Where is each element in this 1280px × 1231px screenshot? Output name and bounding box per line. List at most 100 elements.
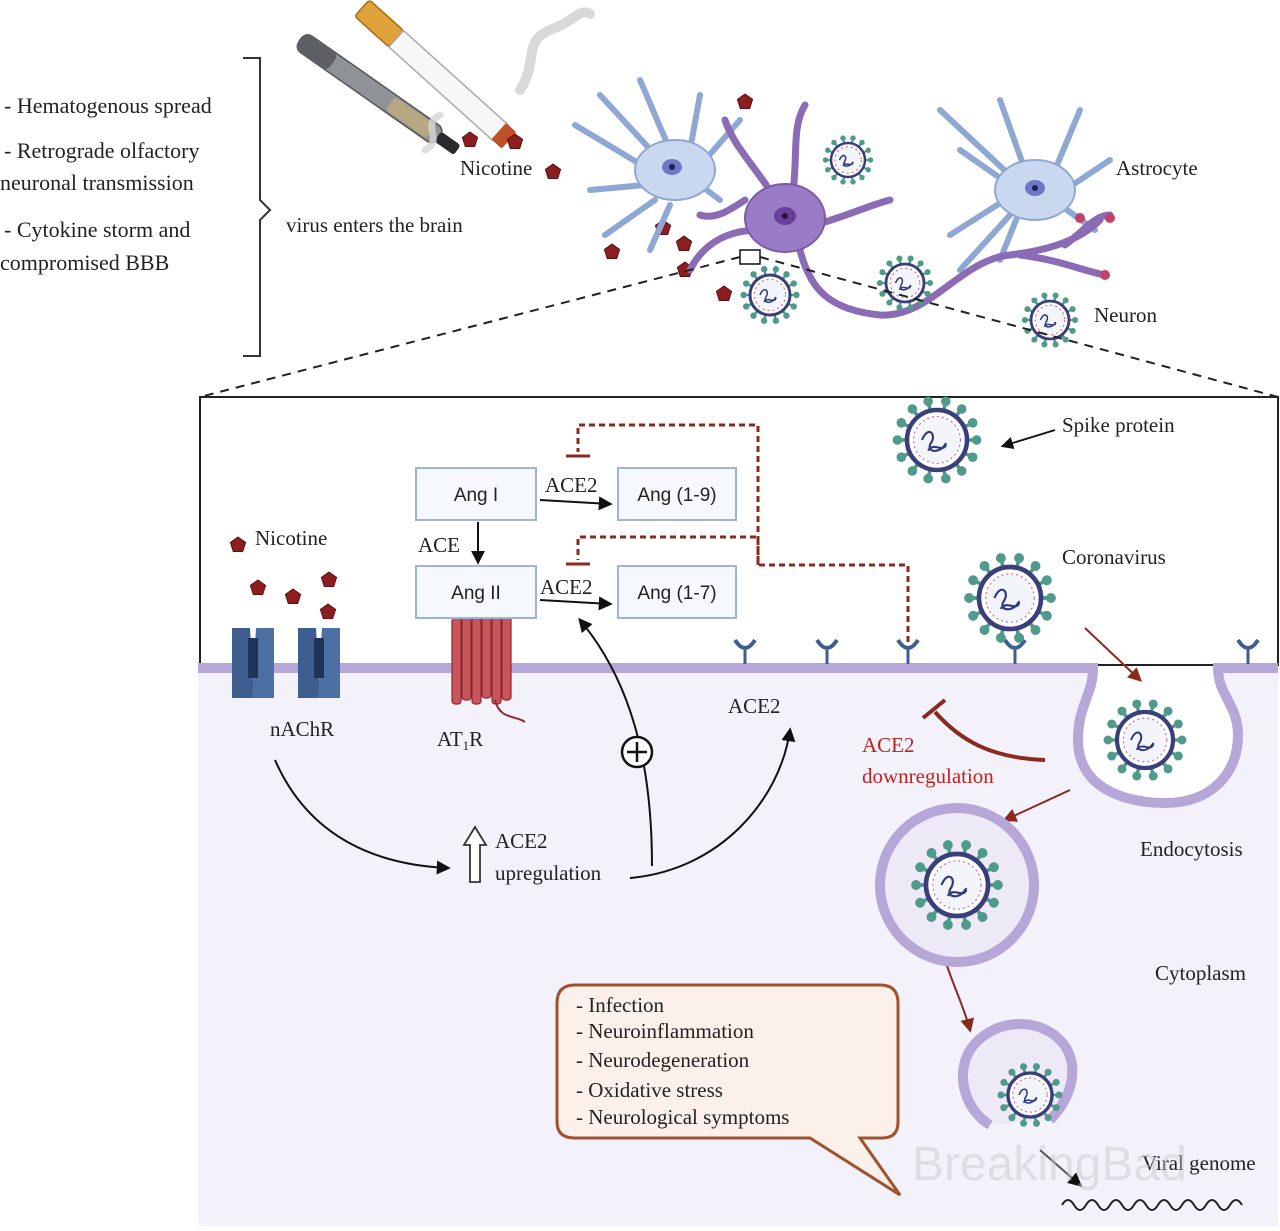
nicotine-molecule-icon — [284, 588, 302, 604]
neuron-icon — [686, 101, 1115, 319]
route-summary: virus enters the brain — [286, 213, 463, 237]
inhibition-line-bottom — [576, 535, 760, 565]
e-cigarette-icon — [296, 34, 460, 154]
route-item-hematogenous: - Hematogenous spread — [4, 93, 212, 118]
downregulation-line2: downregulation — [862, 764, 994, 788]
inset-nicotine-particles — [229, 536, 338, 619]
upregulation-line1: ACE2 — [495, 829, 548, 853]
ace2-receptor-icon — [1236, 638, 1260, 664]
ang1-label: Ang I — [454, 485, 498, 506]
route-item-olfactory-1: - Retrograde olfactory — [4, 138, 199, 163]
nicotine-molecule-icon — [715, 285, 733, 301]
outcome-neurodegeneration: - Neurodegeneration — [576, 1048, 750, 1072]
cytoplasm-label: Cytoplasm — [1155, 961, 1246, 985]
zoom-line-left — [199, 256, 741, 398]
ace2-bottom-label: ACE2 — [540, 575, 593, 599]
nicotine-molecule-icon — [461, 131, 479, 147]
ang1-box — [415, 467, 537, 521]
nicotine-molecule-icon — [249, 579, 267, 595]
coronavirus-icon — [911, 840, 1003, 930]
ang17-box — [617, 565, 737, 619]
coronavirus-icon — [892, 396, 982, 484]
arrow-ang1-to-ang19 — [539, 496, 613, 511]
outcome-neuroinflammation: - Neuroinflammation — [576, 1019, 754, 1043]
nachr-receptor-icon — [232, 628, 340, 698]
nicotine-molecule-icon — [603, 243, 621, 259]
ang17-label: Ang (1-7) — [637, 583, 716, 604]
ace2-receptors — [733, 638, 1260, 664]
ace2-receptor-icon — [815, 638, 839, 664]
route-item-olfactory-2: neuronal transmission — [0, 170, 194, 195]
ace2-receptor-icon — [733, 638, 757, 664]
ace-label: ACE — [418, 533, 460, 557]
route-list: - Hematogenous spread - Retrograde olfac… — [0, 93, 212, 275]
coronavirus-icon — [964, 553, 1056, 643]
neuron-label: Neuron — [1094, 303, 1157, 327]
ace2-top-label: ACE2 — [545, 473, 598, 497]
ang2-label: Ang II — [451, 583, 501, 604]
cigarette-icon — [355, 0, 595, 154]
downregulation-tbar — [921, 698, 947, 720]
top-nicotine-label: Nicotine — [460, 156, 532, 180]
viral-genome-strand — [1061, 1199, 1243, 1211]
coronavirus-label: Coronavirus — [1062, 545, 1166, 569]
outcomes-bubble — [555, 983, 902, 1197]
coronavirus-icon — [1021, 292, 1079, 348]
nicotine-molecule-icon — [675, 235, 693, 251]
coronavirus-icon — [1103, 699, 1187, 781]
outcome-oxidative-stress: - Oxidative stress — [576, 1078, 723, 1102]
nicotine-molecule-icon — [736, 93, 754, 109]
zoom-line-right — [759, 256, 1279, 398]
arrow-endosome-1 — [1002, 789, 1071, 822]
viral-genome-label: Viral genome — [1142, 1151, 1256, 1175]
ace2-receptor-label: ACE2 — [728, 694, 781, 718]
arrow-downregulation — [933, 710, 1046, 762]
at1r-receptor-icon — [451, 602, 526, 723]
inset-viruses — [892, 396, 1187, 1127]
ang2-box — [415, 565, 537, 619]
ace2-receptor-icon — [1003, 638, 1027, 664]
coronavirus-icon — [822, 135, 874, 185]
up-arrow-icon — [462, 825, 488, 883]
spike-protein-label: Spike protein — [1062, 413, 1175, 437]
astrocyte-left-icon — [572, 77, 743, 253]
astrocyte-label: Astrocyte — [1116, 156, 1198, 180]
ang19-label: Ang (1-9) — [637, 485, 716, 506]
arrow-nachr-to-upregulation — [274, 759, 451, 875]
arrow-upregulation-to-ang17 — [578, 617, 653, 867]
zoom-box — [739, 249, 761, 265]
coronavirus-icon — [997, 1063, 1063, 1127]
watermark-text: BreakingBad — [912, 1138, 1187, 1191]
arrow-endosome-2 — [944, 959, 975, 1033]
upregulation-line2: upregulation — [495, 861, 602, 885]
top-viruses — [740, 135, 1079, 348]
nicotine-molecule-icon — [229, 536, 247, 552]
downregulation-line1: ACE2 — [862, 733, 915, 757]
arrow-ang2-to-ang17 — [539, 596, 613, 611]
route-item-cytokine-2: compromised BBB — [0, 250, 169, 275]
arrow-endosome-3 — [1039, 1149, 1083, 1187]
nicotine-molecule-icon — [544, 163, 562, 179]
arrow-spike-protein — [1000, 429, 1056, 450]
outcome-neurological-symptoms: - Neurological symptoms — [576, 1105, 789, 1129]
nachr-label: nAChR — [270, 717, 334, 741]
ras-pathway: Ang I Ang (1-9) Ang II Ang (1-7) — [415, 467, 737, 619]
coronavirus-icon — [740, 266, 800, 324]
nicotine-molecule-icon — [320, 571, 338, 587]
arrow-upregulation-to-ace2 — [629, 727, 796, 879]
route-item-cytokine-1: - Cytokine storm and — [4, 217, 190, 242]
inset-nicotine-label: Nicotine — [255, 526, 327, 550]
ace2-receptor-icon — [896, 638, 920, 664]
inhibition-line-top — [576, 423, 910, 652]
ang19-box — [617, 467, 737, 521]
nicotine-molecule-icon — [319, 603, 337, 619]
arrow-virus-to-endocytosis — [1084, 627, 1143, 682]
coronavirus-icon — [876, 255, 934, 311]
plus-icon — [620, 735, 654, 769]
route-bracket — [243, 57, 272, 357]
at1r-label: AT1R — [437, 727, 483, 753]
nicotine-molecule-icon — [506, 133, 524, 149]
astrocyte-right-icon — [937, 97, 1113, 273]
